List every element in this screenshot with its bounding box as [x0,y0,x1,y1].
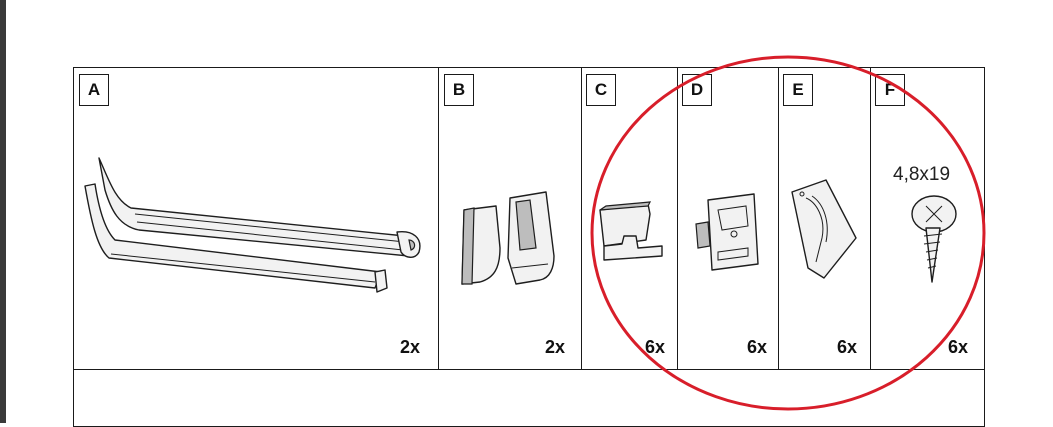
part-letter-b: B [444,74,474,106]
sill-rail-icon [84,157,421,293]
part-qty-a: 2x [400,337,421,357]
part-qty-b: 2x [545,337,566,357]
part-letter-a: A [79,74,109,106]
clip-c-icon [599,201,663,261]
end-cap-icon [461,191,555,285]
column-divider [438,67,439,369]
part-letter-f: F [875,74,905,106]
part-letter-d: D [682,74,712,106]
clip-d-icon [695,193,759,271]
column-divider [677,67,678,369]
adhesive-pad-icon [791,179,857,279]
screw-icon [911,195,957,283]
part-qty-e: 6x [837,337,858,357]
part-letter-c: C [586,74,616,106]
part-qty-d: 6x [747,337,768,357]
column-divider [870,67,871,369]
part-qty-f: 6x [948,337,969,357]
table-row-divider [73,369,985,370]
screw-size-label: 4,8x19 [893,164,951,185]
part-letter-e: E [783,74,813,106]
column-divider [778,67,779,369]
page-edge-bar [0,0,6,423]
part-qty-c: 6x [645,337,666,357]
column-divider [581,67,582,369]
